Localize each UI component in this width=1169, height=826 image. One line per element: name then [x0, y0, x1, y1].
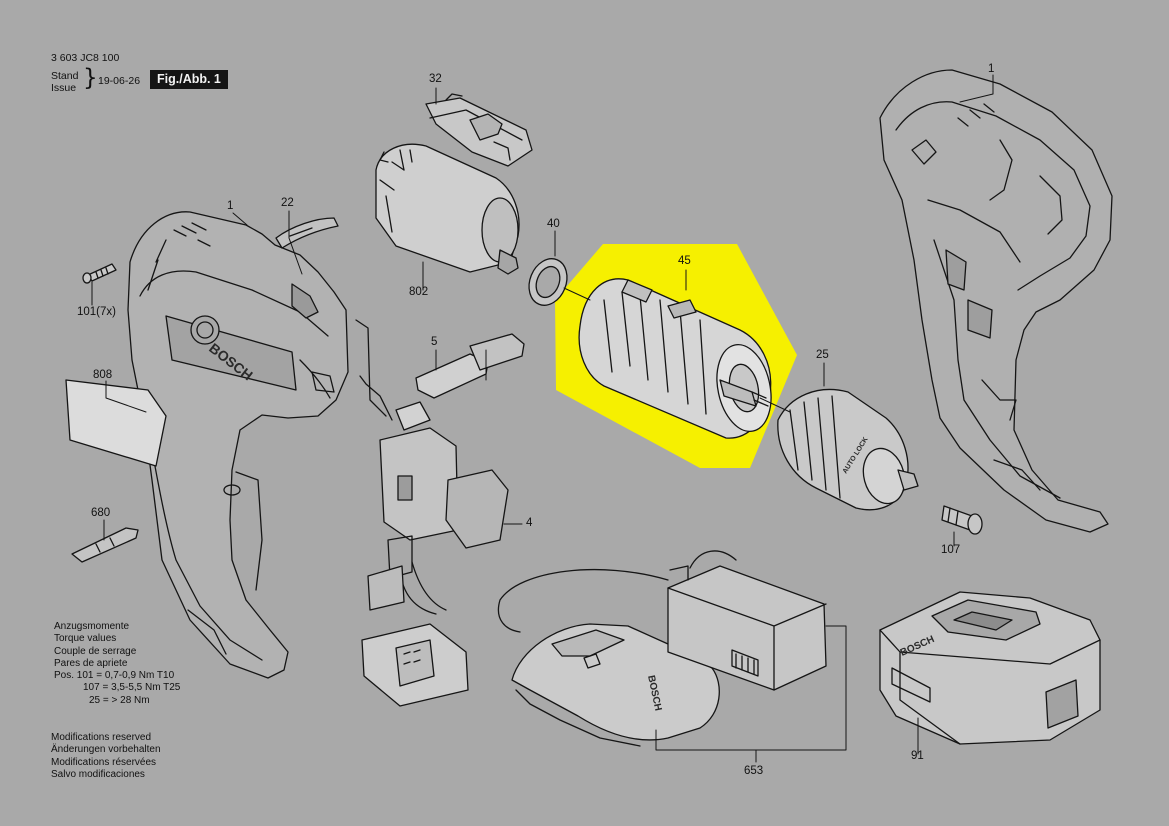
screw-107	[941, 505, 983, 535]
battery-91	[879, 591, 1101, 745]
part-number-1-right: 1	[988, 63, 995, 75]
switch-cover-5	[415, 333, 525, 399]
torque-heading-en: Torque values	[54, 633, 117, 645]
part-number-680: 680	[91, 507, 111, 519]
leader-lines	[91, 74, 994, 763]
part-number-1-left: 1	[227, 200, 234, 212]
slider-32	[425, 93, 533, 167]
torque-line-101: Pos. 101 = 0,7-0,9 Nm T10	[54, 670, 175, 682]
cover-22	[275, 217, 339, 249]
issue-label: Issue	[51, 82, 77, 94]
bit-680	[71, 527, 139, 563]
issue-date: 19-06-26	[98, 75, 141, 87]
ring-40	[528, 258, 568, 306]
gearbox-45	[578, 278, 772, 439]
brace-glyph: }	[83, 65, 98, 91]
part-number-40: 40	[547, 218, 560, 230]
charger-adapter-653	[667, 565, 827, 691]
charger-cable	[497, 550, 737, 633]
stand-label: Stand	[51, 70, 79, 82]
part-number-653: 653	[744, 765, 764, 777]
charger-base-653	[511, 623, 720, 747]
motor-wires	[355, 319, 393, 421]
figure-badge: Fig./Abb. 1	[150, 70, 228, 89]
part-number-22: 22	[281, 197, 294, 209]
torque-heading-es: Pares de apriete	[54, 657, 128, 669]
part-number-45: 45	[678, 255, 691, 267]
drawing-number: 3 603 JC8 100	[51, 52, 120, 64]
switch-4	[361, 401, 509, 707]
part-number-91: 91	[911, 750, 924, 762]
screw-101	[82, 263, 117, 284]
left-housing-shell	[127, 211, 349, 679]
label-808	[65, 379, 167, 467]
part-number-5: 5	[431, 336, 438, 348]
modification-de: Änderungen vorbehalten	[51, 744, 161, 756]
modification-en: Modifications reserved	[51, 732, 152, 743]
torque-heading-de: Anzugsmomente	[54, 621, 130, 632]
part-number-25: 25	[816, 349, 829, 361]
part-number-107: 107	[941, 544, 961, 556]
right-housing-shell	[879, 69, 1113, 533]
chuck-25	[777, 388, 919, 511]
part-number-802: 802	[409, 286, 429, 298]
torque-heading-fr: Couple de serrage	[54, 645, 137, 657]
part-number-32: 32	[429, 73, 442, 85]
modification-notes: Modifications reserved Änderungen vorbeh…	[51, 732, 161, 781]
part-number-101: 101(7x)	[77, 306, 116, 318]
modification-es: Salvo modificaciones	[51, 768, 145, 780]
torque-notes: Anzugsmomente Torque values Couple de se…	[54, 621, 180, 707]
motor-802	[375, 143, 520, 275]
torque-line-107: 107 = 3,5-5,5 Nm T25	[83, 682, 181, 694]
part-number-4: 4	[526, 517, 533, 529]
part-number-808: 808	[93, 369, 113, 381]
torque-line-25: 25 = > 28 Nm	[89, 694, 150, 706]
modification-fr: Modifications réservées	[51, 756, 157, 768]
